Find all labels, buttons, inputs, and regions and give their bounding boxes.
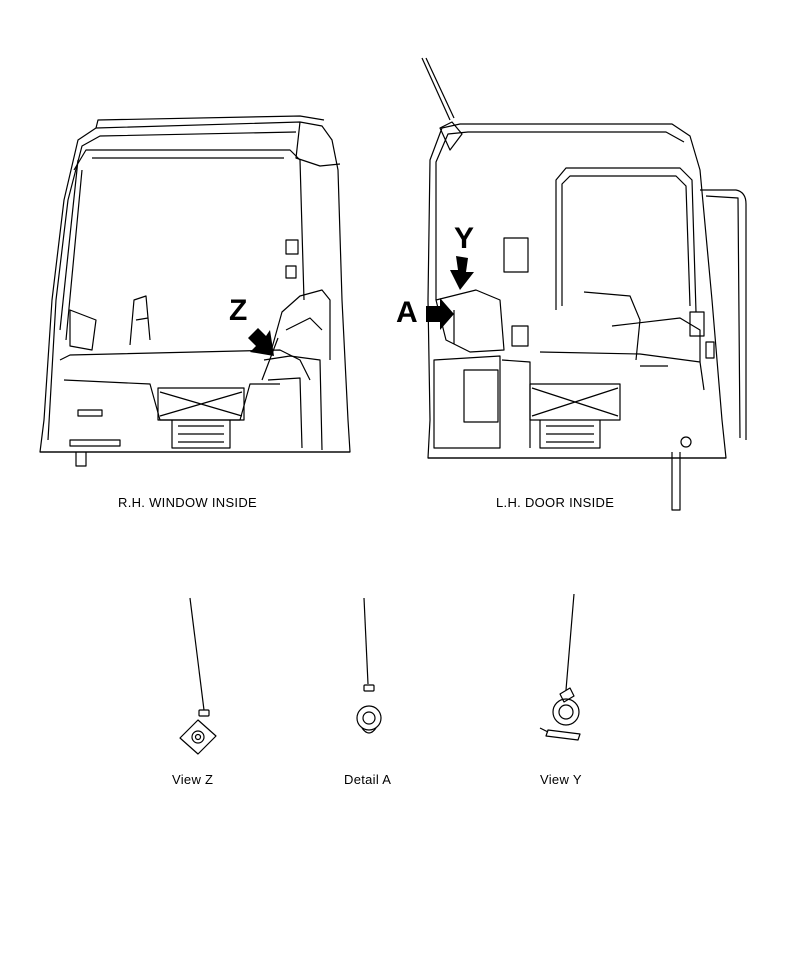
rh-window-cab xyxy=(39,115,351,467)
lh-door-cab xyxy=(421,57,747,511)
view-z-detail xyxy=(179,597,217,755)
z-arrow-icon xyxy=(248,328,274,356)
caption-detail-a: Detail A xyxy=(344,772,392,787)
detail-a-detail xyxy=(356,597,382,734)
y-arrow-icon xyxy=(450,256,474,290)
caption-view-y: View Y xyxy=(540,772,582,787)
caption-rh-window-inside: R.H. WINDOW INSIDE xyxy=(118,495,258,510)
view-y-detail xyxy=(539,593,581,741)
caption-lh-door-inside: L.H. DOOR INSIDE xyxy=(496,495,615,510)
caption-view-z: View Z xyxy=(172,772,214,787)
callout-y: Y xyxy=(454,222,475,255)
callout-z: Z xyxy=(229,294,248,327)
callout-a: A xyxy=(396,296,418,329)
a-arrow-icon xyxy=(426,298,454,330)
